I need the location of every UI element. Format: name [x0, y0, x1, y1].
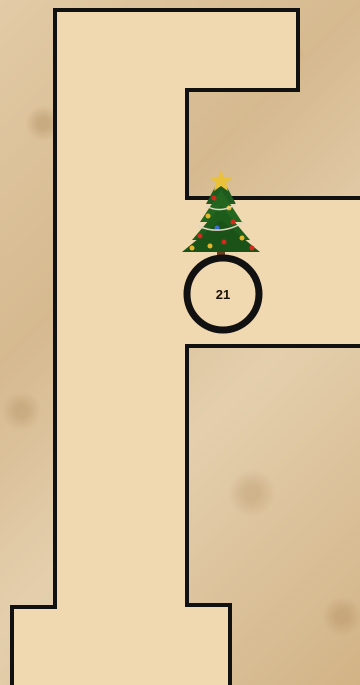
- board-path: [12, 10, 360, 685]
- space-circle[interactable]: [187, 258, 259, 330]
